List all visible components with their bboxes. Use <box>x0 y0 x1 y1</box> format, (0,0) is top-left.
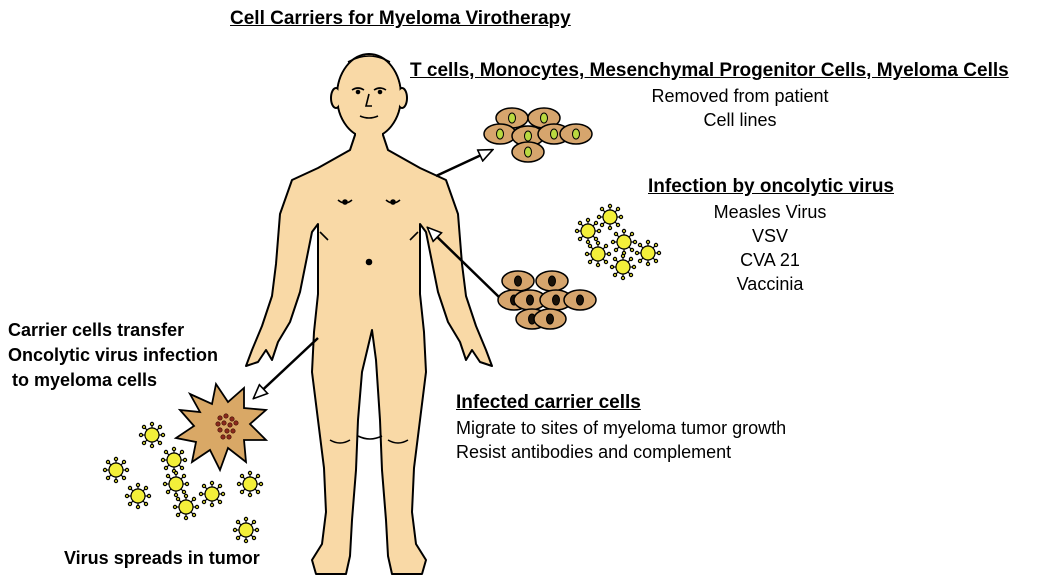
virus-particle <box>237 471 262 496</box>
carrier-cell <box>560 124 592 144</box>
virus-vaccinia: Vaccinia <box>680 274 860 295</box>
virus-particle <box>585 241 610 266</box>
infected-line-migrate: Migrate to sites of myeloma tumor growth <box>456 418 786 439</box>
infected-carrier-cell <box>534 309 566 329</box>
carrier-line-celllines: Cell lines <box>620 110 860 131</box>
infected-cells-cluster <box>498 271 596 329</box>
virus-particle <box>635 240 660 265</box>
virus-particle <box>597 204 622 229</box>
virus-particle <box>125 483 150 508</box>
virus-vsv: VSV <box>680 226 860 247</box>
virus-particle <box>103 457 128 482</box>
virus-particle <box>610 254 635 279</box>
infection-heading: Infection by oncolytic virus <box>648 176 894 198</box>
carrier-cell <box>512 142 544 162</box>
virus-particle <box>233 517 258 542</box>
virus-cluster-infection <box>575 204 660 279</box>
virus-spreads-label: Virus spreads in tumor <box>64 548 260 569</box>
infected-carrier-cell <box>536 271 568 291</box>
virus-particle <box>611 229 636 254</box>
carrier-types-heading: T cells, Monocytes, Mesenchymal Progenit… <box>410 60 1009 82</box>
diagram-title: Cell Carriers for Myeloma Virotherapy <box>230 8 571 30</box>
virus-particle <box>163 471 188 496</box>
human-figure <box>246 54 492 574</box>
infected-line-resist: Resist antibodies and complement <box>456 442 731 463</box>
virus-measles: Measles Virus <box>680 202 860 223</box>
tumor-burst <box>176 384 266 470</box>
transfer-line-3: to myeloma cells <box>12 370 157 391</box>
transfer-line-1: Carrier cells transfer <box>8 320 184 341</box>
infected-carriers-heading: Infected carrier cells <box>456 392 641 414</box>
carrier-line-removed: Removed from patient <box>620 86 860 107</box>
virus-particle <box>199 481 224 506</box>
virus-particle <box>173 494 198 519</box>
virus-particle <box>575 218 600 243</box>
transfer-line-2: Oncolytic virus infection <box>8 345 218 366</box>
arrow-to-carrier-cells <box>436 150 492 176</box>
virus-particle <box>161 447 186 472</box>
infected-carrier-cell <box>502 271 534 291</box>
virus-particle <box>139 422 164 447</box>
carrier-cell <box>484 124 516 144</box>
virus-cva21: CVA 21 <box>680 250 860 271</box>
infected-carrier-cell <box>564 290 596 310</box>
carrier-cells-cluster <box>484 108 592 162</box>
